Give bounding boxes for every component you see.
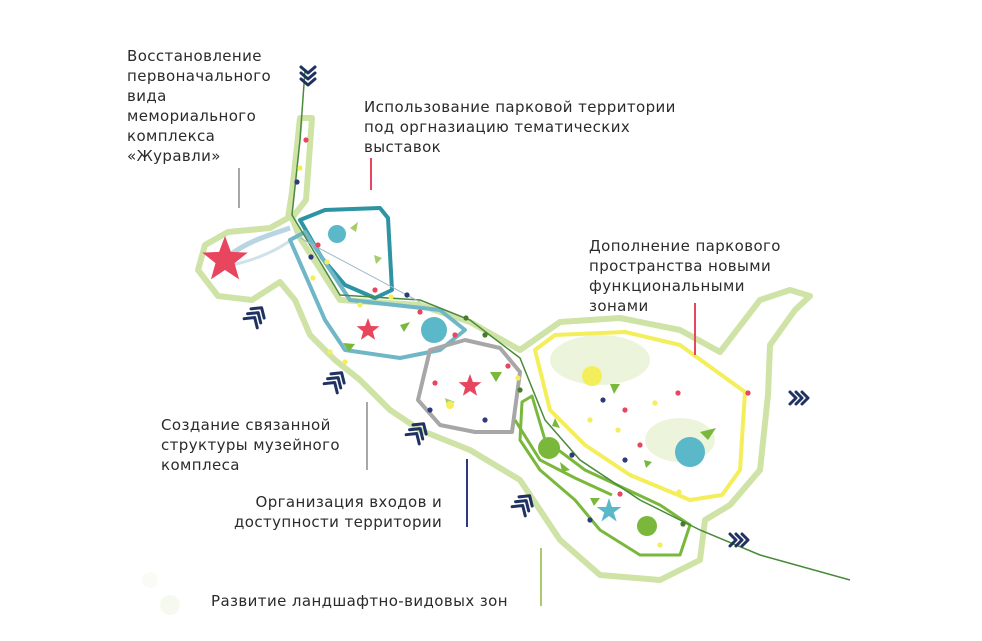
chevron-icon — [242, 316, 259, 330]
museum-core-zone — [416, 338, 522, 434]
chevron-icon — [514, 499, 531, 513]
entrance-arrow-north — [299, 65, 317, 87]
functional-zone-fill — [550, 335, 650, 385]
chevron-icon — [326, 376, 343, 390]
landscape-star-icon — [596, 498, 622, 522]
exhibitions-label: Использование парковой территории под ор… — [364, 98, 676, 156]
chevron-icon — [249, 306, 266, 320]
restoration-tick — [238, 168, 240, 208]
chevron-icon — [794, 390, 804, 406]
functional-zone — [533, 330, 747, 502]
entrance-arrow-southeast — [728, 532, 750, 548]
exhibitions-tick — [370, 158, 372, 190]
entrance-arrow-west-2 — [322, 371, 346, 395]
restoration-label: Восстановление первоначального вида мемо… — [127, 47, 272, 165]
landscape-green-circle-2 — [637, 516, 657, 536]
chevron-icon — [510, 504, 527, 518]
chevron-icon — [788, 390, 798, 406]
entrance-arrow-east — [788, 390, 810, 406]
landscape-tick — [540, 548, 542, 606]
entrance-arrow-west-3 — [404, 422, 428, 446]
background-blobs — [142, 572, 180, 615]
entrance-arrow-south — [510, 494, 534, 518]
chevron-icon — [299, 71, 317, 81]
chevron-icon — [740, 532, 750, 548]
museum-label: Создание связанной структуры музейного к… — [161, 416, 340, 474]
museum-core-star-icon — [458, 374, 482, 396]
dot-markers — [294, 137, 751, 548]
chevron-icon — [299, 65, 317, 75]
museum-circle — [421, 317, 447, 343]
functional-blue-circle — [675, 437, 705, 467]
chevron-icon — [517, 494, 534, 508]
chevron-icon — [411, 422, 428, 436]
museum-zone — [288, 230, 467, 360]
landscape-green-circle — [538, 437, 560, 459]
museum-tick — [366, 402, 368, 470]
exhibition-circle — [328, 225, 346, 243]
chevron-icon — [728, 532, 738, 548]
chevron-icon — [408, 427, 425, 441]
zones-label: Дополнение паркового пространства новыми… — [589, 237, 781, 315]
entrances-tick — [466, 459, 468, 527]
chevron-icon — [329, 371, 346, 385]
crane-area-path — [228, 225, 291, 258]
chevron-icon — [800, 390, 810, 406]
chevron-icon — [404, 432, 421, 446]
secondary-path — [299, 237, 421, 303]
functional-yellow-circle — [582, 366, 602, 386]
landscape-label: Развитие ландшафтно-видовых зон — [211, 592, 508, 610]
chevron-icon — [299, 77, 317, 87]
main-path — [291, 69, 851, 581]
zones-tick — [694, 303, 696, 355]
triangle-markers — [343, 222, 716, 506]
chevron-icon — [322, 381, 339, 395]
museum-star-icon — [356, 318, 380, 340]
chevron-icon — [734, 532, 744, 548]
chevron-icon — [246, 311, 263, 325]
entrances-label: Организация входов и доступности террито… — [234, 493, 443, 531]
crane-memorial-star-icon — [202, 236, 248, 280]
landscape-inner — [513, 419, 613, 497]
entrance-arrow-west-1 — [242, 306, 266, 330]
